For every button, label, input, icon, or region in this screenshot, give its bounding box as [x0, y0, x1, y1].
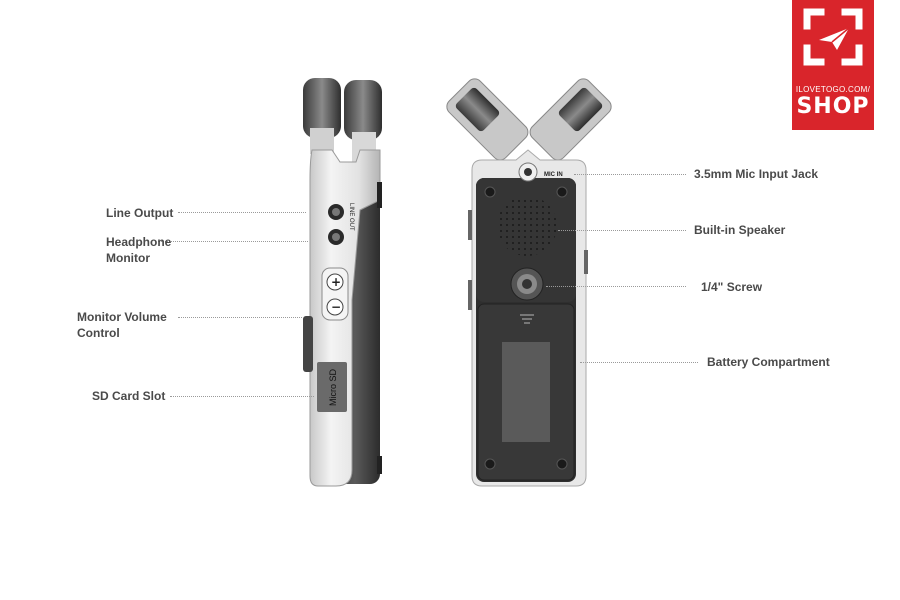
leader-headphone	[158, 241, 308, 242]
line-out-engraving: LINE OUT	[348, 203, 354, 231]
label-screw: 1/4" Screw	[701, 280, 763, 294]
label-mic-input-jack: 3.5mm Mic Input Jack	[694, 167, 819, 181]
label-built-in-speaker: Built-in Speaker	[694, 223, 786, 237]
brand-shop: SHOP	[796, 94, 870, 119]
label-sd-card-slot: SD Card Slot	[92, 389, 166, 403]
leader-screw	[546, 286, 686, 287]
leader-volume	[178, 317, 304, 318]
leader-battery	[580, 362, 698, 363]
leader-speaker	[558, 230, 686, 231]
brand-site: ILOVETOGO.COM/	[795, 85, 871, 94]
micro-sd-engraving: Micro SD	[328, 368, 338, 406]
leader-line-output	[178, 212, 306, 213]
label-headphone-monitor: Headphone Monitor	[106, 235, 172, 265]
volume-up-symbol: +	[331, 275, 341, 289]
leader-mic-jack	[574, 174, 686, 175]
left-mic-capsule	[303, 78, 341, 138]
leader-sd-card	[170, 396, 314, 397]
label-line-output: Line Output	[106, 206, 174, 220]
label-battery-compartment: Battery Compartment	[707, 355, 830, 369]
back-view	[446, 78, 612, 487]
volume-down-symbol: −	[331, 300, 341, 314]
paper-plane-icon	[803, 8, 863, 66]
brand-logo: ILOVETOGO.COM/ SHOP	[792, 0, 874, 130]
label-monitor-volume: Monitor Volume Control	[77, 310, 167, 340]
mic-in-engraving: MIC IN	[544, 172, 563, 178]
side-view	[303, 78, 382, 487]
right-mic-capsule	[344, 80, 382, 140]
